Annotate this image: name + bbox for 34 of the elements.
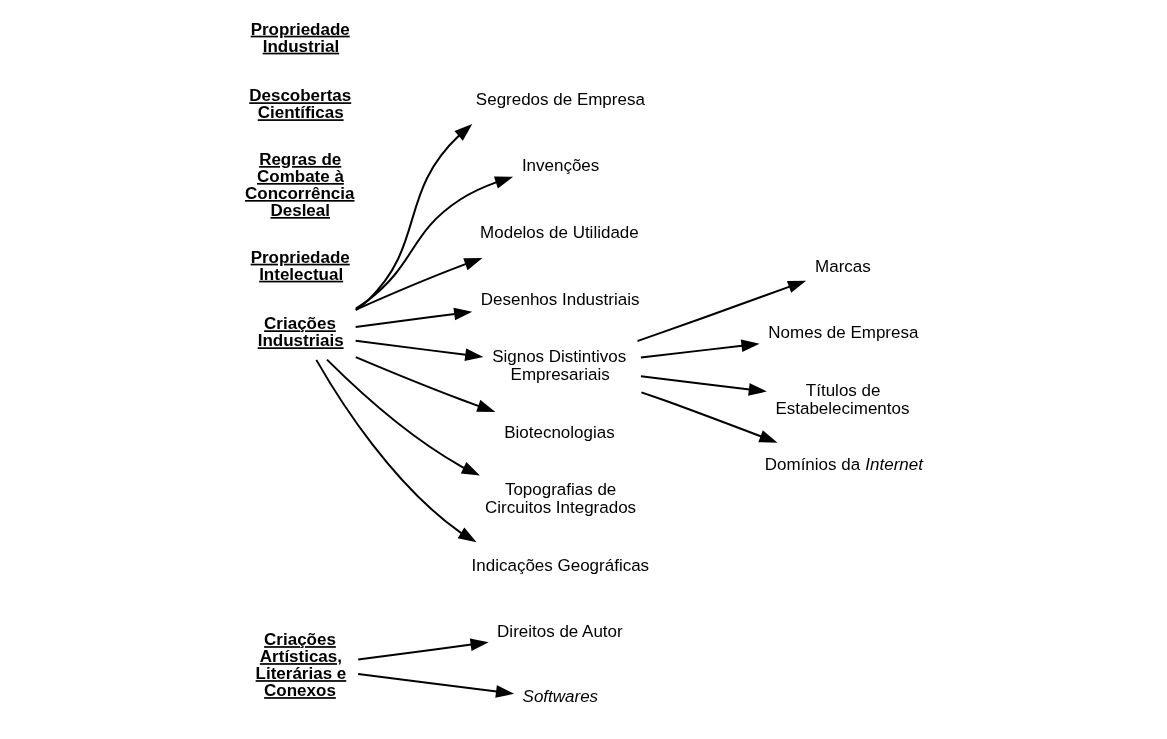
node-text: Direitos de Autor [497, 622, 623, 642]
node-text: Invenções [521, 156, 600, 176]
arrow [326, 358, 480, 476]
node-text: Modelos de Utilidade [480, 222, 639, 242]
node-text: Indicações Geográficas [471, 555, 650, 575]
node-text: Domínios da Internet [764, 455, 923, 475]
node-text: Marcas [815, 256, 871, 276]
arrow [639, 375, 767, 396]
node-text: Signos Distintivos Empresariais [492, 346, 627, 385]
node-text: Segredos de Empresa [475, 89, 645, 109]
node-text: Criações Industriais [257, 314, 344, 351]
label: Propriedade Industrial [250, 19, 350, 56]
arrow [315, 358, 477, 543]
arrow [636, 280, 807, 342]
arrow [357, 673, 515, 698]
node-text: Criações Artísticas, Literárias e Conexos [255, 630, 347, 701]
label: Propriedade Intelectual [250, 247, 350, 284]
arrow [354, 307, 473, 329]
arrow [640, 391, 778, 443]
node-text: Desenhos Industriais [480, 289, 640, 309]
arrow [354, 258, 483, 311]
node-text: Títulos de Estabelecimentos [775, 380, 910, 419]
node-text: Biotecnologias [504, 422, 615, 442]
arrow [354, 339, 484, 362]
arrow [354, 176, 514, 310]
node-text: Softwares [522, 687, 599, 707]
arrow [357, 638, 489, 661]
node-text: Topografias de Circuitos Integrados [485, 479, 637, 518]
arrow [355, 123, 473, 311]
arrow [639, 339, 760, 359]
label: Descobertas Científicas [249, 86, 352, 123]
node-text: Nomes de Empresa [768, 323, 919, 343]
label: Regras de Combate à Concorrência Desleal [245, 149, 355, 220]
arrow [354, 356, 496, 412]
